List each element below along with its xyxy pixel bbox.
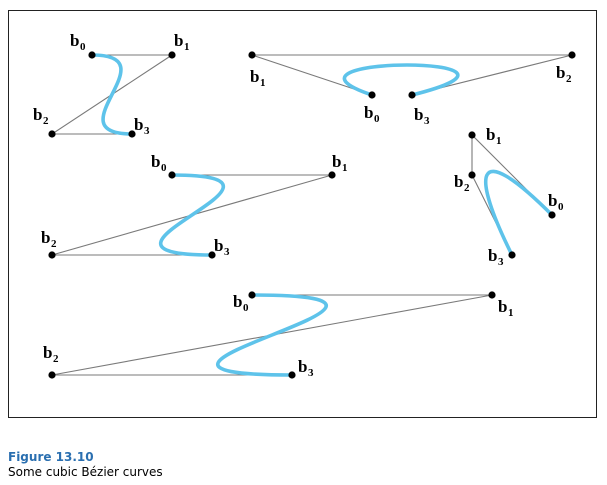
curve-1-label-b1: b	[174, 31, 183, 50]
curve-1-control-point-3	[128, 130, 136, 138]
curve-4-label-sub3: 3	[498, 256, 504, 268]
curve-2-label-sub0: 0	[374, 113, 380, 125]
curve-4-label-b1: b	[486, 125, 495, 144]
curve-5-label-sub0: 0	[243, 302, 249, 314]
figure-border	[8, 10, 597, 418]
curve-2-control-point-1	[248, 51, 256, 59]
curve-5-control-point-3	[288, 371, 296, 379]
curve-2-label-b2: b	[556, 63, 565, 82]
curve-1-label-sub0: 0	[80, 41, 86, 53]
curve-5-label-b3: b	[298, 357, 307, 376]
curve-5-control-point-1	[488, 291, 496, 299]
curve-1-control-point-0	[88, 51, 96, 59]
curve-1-label-sub3: 3	[144, 125, 150, 137]
curve-4-label-sub1: 1	[496, 135, 502, 147]
curve-1-label-b2: b	[33, 105, 42, 124]
curve-2-control-point-0	[368, 91, 376, 99]
curve-2-label-sub1: 1	[260, 77, 266, 89]
curve-1-control-point-1	[168, 51, 176, 59]
curve-1-bezier-curve	[90, 53, 134, 136]
curve-3-label-b0: b	[151, 152, 160, 171]
curve-5-control-point-0	[248, 291, 256, 299]
curve-2-control-point-3	[408, 91, 416, 99]
curve-5-control-point-2	[48, 371, 56, 379]
curve-3-label-b1: b	[332, 152, 341, 171]
curve-4-label-b2: b	[454, 172, 463, 191]
curve-3-control-point-2	[48, 251, 56, 259]
curve-4-label-sub2: 2	[464, 182, 470, 194]
curve-5-label-sub1: 1	[508, 307, 514, 319]
curve-2-label-b0: b	[364, 103, 373, 122]
curve-2-label-sub2: 2	[566, 73, 572, 85]
curve-3-control-point-3	[208, 251, 216, 259]
curve-3-bezier-curve	[158, 173, 226, 257]
curve-4-bezier-curve	[484, 169, 554, 257]
curve-3-label-sub3: 3	[224, 246, 230, 258]
curve-5-label-b0: b	[233, 292, 242, 311]
curve-4-label-b0: b	[548, 191, 557, 210]
curve-4-label-b3: b	[488, 246, 497, 265]
curve-2-bezier-curve	[342, 63, 460, 97]
curve-3-label-b2: b	[41, 228, 50, 247]
curve-3-label-sub2: 2	[51, 238, 57, 250]
curve-4-control-point-0	[548, 211, 556, 219]
curve-3-label-sub0: 0	[161, 162, 167, 174]
curve-4-control-point-1	[468, 131, 476, 139]
curve-5-label-b1: b	[498, 297, 507, 316]
curve-4-control-point-2	[468, 171, 476, 179]
curve-5-bezier-curve	[215, 293, 329, 377]
curve-1-label-b3: b	[134, 115, 143, 134]
curve-2-label-sub3: 3	[424, 115, 430, 127]
curve-2-label-b1: b	[250, 67, 259, 86]
curve-3-control-point-1	[328, 171, 336, 179]
curve-2-control-point-2	[568, 51, 576, 59]
figure-caption-description: Some cubic Bézier curves	[8, 465, 163, 479]
curve-4-control-polygon	[471, 133, 553, 256]
curve-5-label-sub3: 3	[308, 367, 314, 379]
curve-3-label-b3: b	[214, 236, 223, 255]
curve-1-label-b0: b	[70, 31, 79, 50]
curve-1-label-sub2: 2	[43, 115, 49, 127]
figure-caption-title: Figure 13.10	[8, 450, 94, 464]
curve-1-label-sub1: 1	[184, 41, 190, 53]
curve-2-control-polygon	[251, 54, 573, 96]
curve-1-control-point-2	[48, 130, 56, 138]
curve-2-label-b3: b	[414, 105, 423, 124]
curve-5-label-sub2: 2	[53, 353, 59, 365]
curve-5-label-b2: b	[43, 343, 52, 362]
curve-3-label-sub1: 1	[342, 162, 348, 174]
curve-4-control-point-3	[508, 251, 516, 259]
curve-3-control-point-0	[168, 171, 176, 179]
curve-4-label-sub0: 0	[558, 201, 564, 213]
